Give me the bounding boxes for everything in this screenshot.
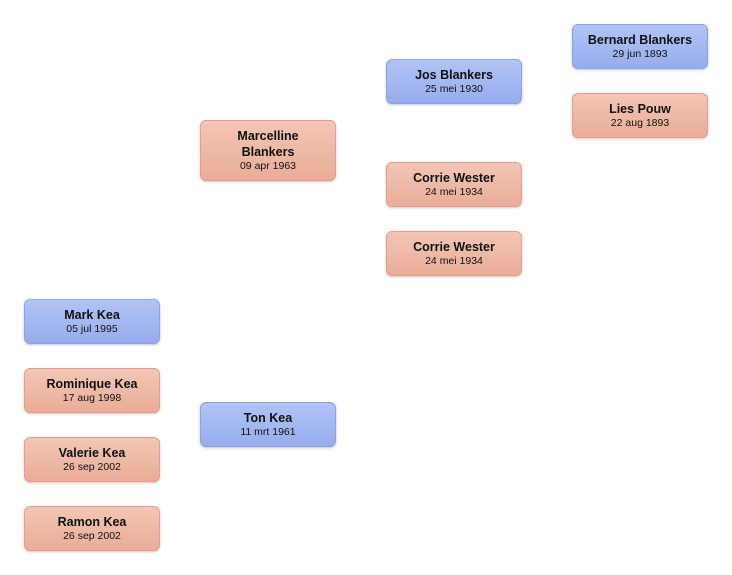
person-name: Ton Kea: [243, 411, 293, 425]
person-card-rominique-kea[interactable]: Rominique Kea 17 aug 1998: [24, 368, 160, 413]
person-birthdate: 17 aug 1998: [62, 392, 122, 404]
person-name: Corrie Wester: [413, 171, 495, 185]
person-birthdate: 09 apr 1963: [239, 160, 297, 172]
person-name: Jos Blankers: [415, 68, 493, 82]
person-card-lies-pouw[interactable]: Lies Pouw 22 aug 1893: [572, 93, 708, 138]
person-card-marcelline-blankers[interactable]: Marcelline Blankers 09 apr 1963: [200, 120, 336, 181]
person-card-corrie-wester[interactable]: Corrie Wester 24 mei 1934: [386, 162, 522, 207]
person-birthdate: 11 mrt 1961: [240, 426, 296, 438]
person-card-ramon-kea[interactable]: Ramon Kea 26 sep 2002: [24, 506, 160, 551]
person-name: Lies Pouw: [609, 102, 671, 116]
person-birthdate: 05 jul 1995: [66, 323, 118, 335]
person-card-mark-kea[interactable]: Mark Kea 05 jul 1995: [24, 299, 160, 344]
person-name: Mark Kea: [64, 308, 120, 322]
person-name: Bernard Blankers: [587, 33, 693, 47]
person-name: Corrie Wester: [413, 240, 495, 254]
person-name: Ramon Kea: [57, 515, 127, 529]
person-birthdate: 22 aug 1893: [610, 117, 670, 129]
person-birthdate: 26 sep 2002: [63, 461, 121, 473]
person-birthdate: 24 mei 1934: [425, 255, 483, 267]
person-name: Rominique Kea: [46, 377, 138, 391]
person-birthdate: 29 jun 1893: [612, 48, 668, 60]
person-card-bernard-blankers[interactable]: Bernard Blankers 29 jun 1893: [572, 24, 708, 69]
person-birthdate: 24 mei 1934: [425, 186, 483, 198]
person-card-corrie-wester-2[interactable]: Corrie Wester 24 mei 1934: [386, 231, 522, 276]
person-card-jos-blankers[interactable]: Jos Blankers 25 mei 1930: [386, 59, 522, 104]
person-card-ton-kea[interactable]: Ton Kea 11 mrt 1961: [200, 402, 336, 447]
person-birthdate: 25 mei 1930: [425, 83, 483, 95]
person-name: Marcelline Blankers: [237, 129, 299, 159]
person-card-valerie-kea[interactable]: Valerie Kea 26 sep 2002: [24, 437, 160, 482]
person-birthdate: 26 sep 2002: [63, 530, 121, 542]
person-name: Valerie Kea: [58, 446, 126, 460]
